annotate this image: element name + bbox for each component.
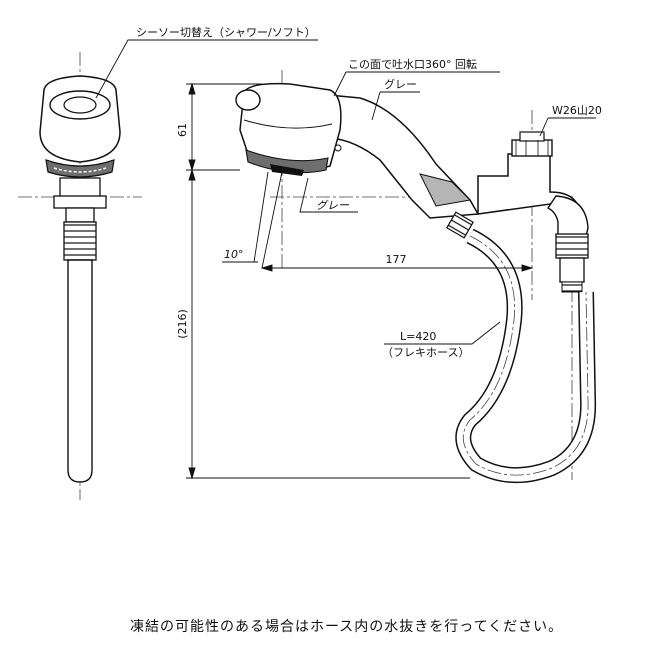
side-seesaw-switch: [235, 89, 261, 111]
label-gray-bottom: グレー: [316, 199, 350, 212]
front-threaded-fitting: [63, 221, 97, 261]
hose-end-fitting: [446, 211, 474, 239]
right-threaded-fitting: [555, 233, 589, 259]
arm-gray-section: [419, 173, 472, 207]
caution-note: 凍結の可能性のある場合はホース内の水抜きを行ってください。: [130, 619, 564, 635]
elbow-fitting: [546, 195, 589, 237]
label-dim-216: (216): [176, 309, 189, 339]
label-hose-note: （フレキホース）: [382, 346, 469, 359]
label-dim-61: 61: [176, 123, 189, 137]
front-head-gray-band: [45, 159, 115, 178]
label-angle: 10°: [224, 248, 244, 261]
front-connector: [59, 177, 101, 199]
label-thread: W26山20: [552, 104, 602, 117]
label-hose-length: L=420: [400, 330, 436, 343]
top-nut: [511, 139, 553, 157]
side-head-gray-band: [245, 149, 329, 174]
label-rotate: この面で吐水口360° 回転: [348, 58, 477, 71]
label-gray-top: グレー: [384, 77, 417, 91]
label-dim-177: 177: [386, 253, 407, 266]
leaders: [95, 39, 596, 345]
side-view: [235, 70, 597, 484]
front-view: [18, 52, 142, 500]
seesaw-switch-inner: [63, 96, 97, 114]
front-hose: [67, 259, 93, 483]
dimensions: [186, 82, 534, 480]
label-seesaw: シーソー切替え（シャワー/ソフト）: [136, 25, 316, 39]
